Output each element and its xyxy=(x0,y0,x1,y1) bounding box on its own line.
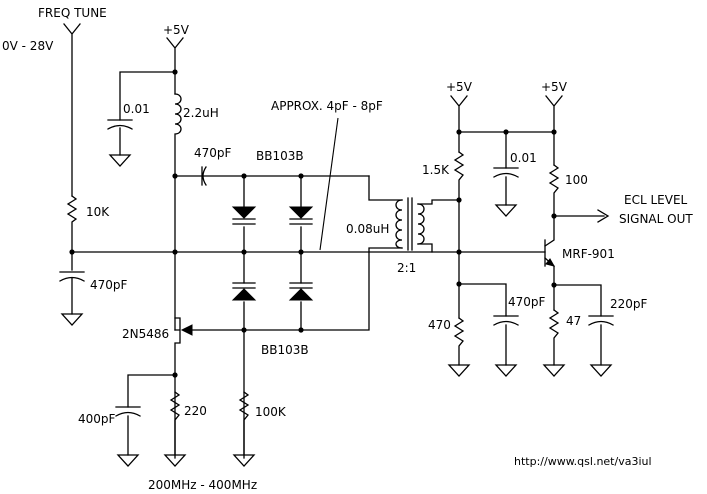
vcc-mid-terminal xyxy=(450,95,468,153)
c-base-label: 470pF xyxy=(508,295,546,309)
ground-r-bias-bottom xyxy=(447,364,471,377)
ground-c-bypass-top xyxy=(108,154,132,167)
ground-c-tune xyxy=(60,313,84,326)
c-bypass-mid-label: 0.01 xyxy=(510,151,537,165)
freq-tune-terminal xyxy=(63,23,81,197)
l-choke-inductor xyxy=(174,93,182,331)
r-collector-label: 100 xyxy=(565,173,588,187)
transistor-emitter-arrow xyxy=(545,258,556,267)
c-coupling-label: 470pF xyxy=(194,146,232,160)
c-base-wire xyxy=(458,283,507,366)
varactor-top-left-plates xyxy=(232,218,256,225)
fet-gate-arrow xyxy=(180,324,193,336)
c-tune-capacitor xyxy=(59,271,85,315)
ground-c-bypass-mid xyxy=(494,204,518,217)
r-varactor-resistor xyxy=(238,391,250,456)
r-bias-top-resistor xyxy=(453,151,465,319)
varactor-top-label: BB103B xyxy=(256,149,304,163)
l-choke-label: 2.2uH xyxy=(183,106,219,120)
varactor-bottom-left-diode xyxy=(231,288,257,301)
vcc-mid-label: +5V xyxy=(446,80,473,94)
c-bypass-top-capacitor xyxy=(107,119,133,130)
r-tune-label: 10K xyxy=(86,205,110,219)
transformer-core xyxy=(407,197,413,251)
varactor-bottom-left-plates xyxy=(232,282,256,289)
transformer-primary-coil xyxy=(395,199,403,249)
c-source-label: 400pF xyxy=(78,412,116,426)
r-source-label: 220 xyxy=(184,404,207,418)
ground-r-source xyxy=(163,454,187,467)
vcc-top-terminal xyxy=(166,37,184,95)
c-emitter-capacitor xyxy=(588,315,614,326)
approx-cap-label: APPROX. 4pF - 8pF xyxy=(271,99,383,113)
c-source-wire xyxy=(127,374,176,456)
r-bias-bottom-label: 470 xyxy=(428,318,451,332)
r-emitter-label: 47 xyxy=(566,314,581,328)
vcc-right-terminal xyxy=(545,95,563,166)
varactor-top-left-diode xyxy=(231,206,257,219)
fet-gate-wire xyxy=(187,251,370,331)
transistor-label: MRF-901 xyxy=(562,247,615,261)
ground-c-source xyxy=(116,454,140,467)
vcc-right-label: +5V xyxy=(541,80,568,94)
inductor-label: 0.08uH xyxy=(346,222,389,236)
varactor-bottom-right-plates xyxy=(289,282,313,289)
r-emitter-resistor xyxy=(548,309,560,366)
ground-r-varactor xyxy=(232,454,256,467)
c-tune-label: 470pF xyxy=(90,278,128,292)
signal-out-arrow xyxy=(597,209,610,223)
freq-range-label: 200MHz - 400MHz xyxy=(148,478,257,492)
c-emitter-label: 220pF xyxy=(610,297,648,311)
c-bypass-top-label: 0.01 xyxy=(123,102,150,116)
r-bias-top-label: 1.5K xyxy=(422,163,450,177)
r-bias-bottom-resistor xyxy=(453,317,465,366)
ground-r-emitter xyxy=(542,364,566,377)
transformer-primary-wire xyxy=(368,175,403,253)
source-url: http://www.qsl.net/va3iul xyxy=(514,455,652,468)
varactor-top-right-diode xyxy=(288,206,314,219)
r-tune-resistor xyxy=(66,195,78,271)
fet-label: 2N5486 xyxy=(122,327,169,341)
ground-c-emitter xyxy=(589,364,613,377)
ratio-label: 2:1 xyxy=(397,261,416,275)
transformer-secondary-wire xyxy=(417,199,460,253)
junction-dots xyxy=(69,69,557,378)
signal-out-label: SIGNAL OUT xyxy=(619,212,693,226)
approx-cap-pointer xyxy=(319,117,339,251)
r-collector-resistor xyxy=(544,164,560,247)
fet-channel xyxy=(174,317,181,459)
c-bypass-top-wire xyxy=(119,71,176,156)
c-base-capacitor xyxy=(493,315,519,326)
c-emitter-wire xyxy=(553,284,602,366)
varactor-bottom-right-diode xyxy=(288,288,314,301)
r-source-resistor xyxy=(169,391,181,456)
c-bypass-mid-capacitor xyxy=(493,167,519,178)
c-source-capacitor xyxy=(115,406,141,417)
vcc-top-label: +5V xyxy=(163,23,190,37)
freq-tune-label: FREQ TUNE xyxy=(38,6,107,20)
tune-range-label: 0V - 28V xyxy=(2,39,54,53)
transformer-secondary-coil xyxy=(417,203,425,245)
ground-c-base xyxy=(494,364,518,377)
varactor-bottom-label: BB103B xyxy=(261,343,309,357)
c-coupling-capacitor xyxy=(174,166,370,186)
varactor-top-right-plates xyxy=(289,218,313,225)
ecl-level-label: ECL LEVEL xyxy=(624,193,688,207)
r-varactor-label: 100K xyxy=(255,405,287,419)
